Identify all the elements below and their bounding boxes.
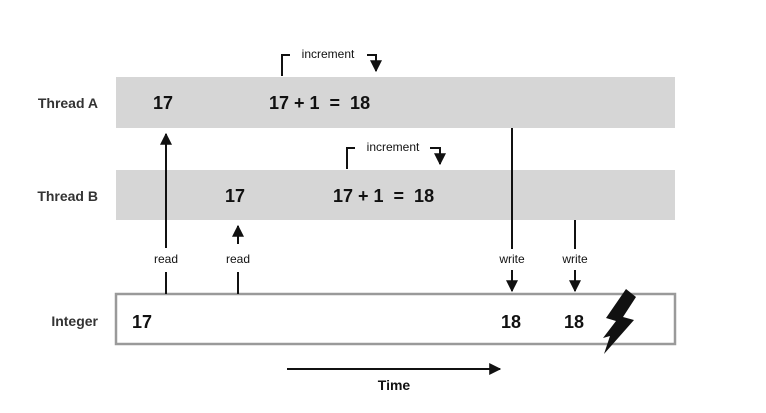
read-a-label: read — [154, 252, 178, 266]
integer-value-after-b: 18 — [564, 312, 584, 332]
integer-box — [114, 292, 677, 346]
time-label: Time — [378, 377, 411, 393]
lightning-bolt-icon — [603, 289, 636, 354]
write-arrow-thread-b: write — [561, 220, 588, 293]
thread-a-increment-right-arm — [367, 54, 382, 73]
thread-b-label: Thread B — [37, 188, 98, 204]
read-arrow-thread-b: read — [226, 224, 250, 294]
thread-b-increment-left-arm — [346, 147, 355, 169]
thread-a-increment-label: increment — [302, 47, 355, 61]
write-b-label: write — [561, 252, 588, 266]
thread-a-read-value: 17 — [153, 93, 173, 113]
write-a-label: write — [498, 252, 525, 266]
thread-b-row: Thread B 17 17 + 1 = 18 — [37, 170, 675, 220]
thread-a-label: Thread A — [38, 95, 98, 111]
thread-b-read-value: 17 — [225, 186, 245, 206]
thread-b-increment-right-arm — [430, 147, 446, 166]
read-arrow-thread-a: read — [154, 132, 178, 294]
thread-b-compute: 17 + 1 = 18 — [333, 186, 434, 206]
read-b-label: read — [226, 252, 250, 266]
integer-row: Integer 17 18 18 — [51, 292, 677, 346]
time-axis: Time — [287, 363, 502, 393]
thread-a-increment-bracket: increment — [281, 47, 382, 76]
thread-b-band — [116, 170, 675, 220]
integer-value-after-a: 18 — [501, 312, 521, 332]
write-arrow-thread-a: write — [498, 128, 525, 293]
thread-a-increment-left-arm — [281, 54, 290, 76]
thread-b-increment-bracket: increment — [346, 140, 446, 169]
thread-a-row: Thread A 17 17 + 1 = 18 — [38, 77, 675, 128]
thread-b-increment-label: increment — [367, 140, 420, 154]
thread-a-compute: 17 + 1 = 18 — [269, 93, 370, 113]
thread-a-band — [116, 77, 675, 128]
integer-initial-value: 17 — [132, 312, 152, 332]
integer-label: Integer — [51, 313, 98, 329]
